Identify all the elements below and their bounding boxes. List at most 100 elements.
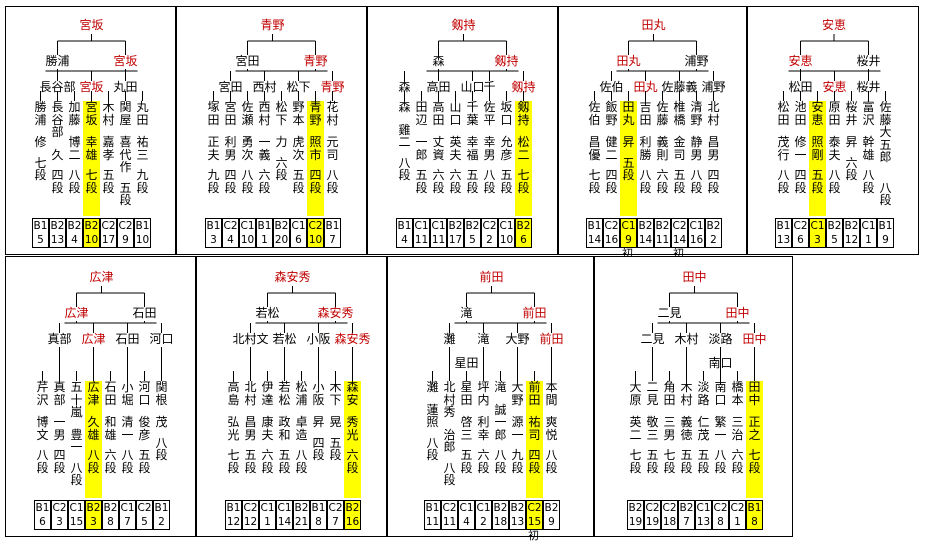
class-label: C2 (672, 220, 687, 232)
player-dan-rank: 五段 (117, 181, 134, 207)
player-column: 佐瀬勇次八段 (239, 101, 256, 216)
char: 段 (207, 180, 220, 195)
player-given-name: 幹雄 (860, 136, 877, 161)
char: 四 (309, 168, 322, 182)
char: 剛 (811, 147, 824, 162)
char: 段 (138, 460, 151, 475)
char: 木 (102, 100, 115, 114)
player-dan-rank: 七段 (32, 156, 49, 182)
semifinalist-name: 宮田 (235, 54, 260, 68)
char: 五 (70, 380, 83, 394)
player-given-name: 秀光 (344, 416, 361, 441)
player-given-name: 豊一 (68, 428, 85, 454)
class-label: C1 (414, 220, 429, 232)
player-column: 前田祐司四段 (526, 381, 543, 498)
player-given-name: 利勝 (637, 136, 654, 161)
char: 間 (545, 392, 558, 407)
player-surname: 宮田 (222, 101, 239, 126)
player-surname: 大野 (509, 381, 526, 406)
char: 見 (646, 392, 659, 407)
class-label: B2 (465, 220, 480, 232)
char: 大 (629, 380, 642, 394)
player-column: 灘蓮照八段 (424, 381, 441, 498)
char: 段 (517, 180, 530, 195)
class-label: B1 (35, 502, 50, 514)
class-label: B1 (206, 220, 221, 232)
char: 河 (138, 380, 151, 394)
player-surname: 勝浦 (32, 101, 49, 126)
quarterfinalist-name: 田丸 (633, 80, 658, 94)
char: 幸 (483, 135, 496, 149)
char: 茂 (697, 427, 710, 442)
quarterfinalist-name: 河口 (149, 332, 174, 346)
char: 井 (845, 112, 858, 127)
char: 段 (714, 460, 727, 475)
char: 久 (51, 147, 64, 162)
char: 一 (121, 427, 134, 442)
quarterfinalist-name: 木村 (674, 332, 699, 346)
seed-number: 7 (683, 516, 690, 528)
seed-number: 8 (751, 516, 758, 528)
char: 前 (528, 380, 541, 394)
char: 照 (811, 135, 824, 149)
player-given-name: 正之 (746, 416, 763, 441)
seed-number: 15 (527, 516, 542, 528)
player-surname: 池田 (792, 101, 809, 126)
char: 飯 (605, 100, 618, 114)
player-column: 芹沢博文八段 (34, 381, 51, 498)
char: 行 (777, 147, 790, 162)
char: 段 (53, 460, 66, 475)
char: 村 (244, 392, 257, 407)
char: 六 (845, 155, 858, 170)
seed-number: 16 (604, 234, 619, 246)
char: 段 (329, 448, 342, 462)
class-label: C2 (645, 502, 660, 514)
player-surname: 田辺 (413, 101, 430, 126)
char: 段 (777, 180, 790, 195)
char: 允 (500, 135, 513, 149)
class-label: B2 (50, 220, 65, 232)
char: 北 (707, 100, 720, 114)
player-surname: 滝 (492, 381, 509, 394)
char: 部 (51, 125, 64, 139)
char: 力 (275, 135, 288, 149)
player-dan-rank: 五段 (136, 449, 153, 474)
class-label: C2 (243, 502, 258, 514)
class-label: B1 (878, 220, 893, 232)
class-label: B2 (84, 220, 99, 232)
semifinalist-name: 前田 (522, 306, 547, 320)
first-appearance-note: 初 (528, 529, 539, 542)
char: 二 (629, 427, 642, 442)
quarterfinalist-name: 佐藤義 (661, 80, 698, 94)
player-surname: 富沢 (860, 101, 877, 126)
char: 段 (136, 180, 149, 195)
class-label: B2 (510, 502, 525, 514)
bracket-lines (635, 286, 755, 381)
player-dan-rank: 七段 (627, 449, 644, 474)
char: 啓 (460, 415, 473, 429)
char: 本 (545, 380, 558, 394)
player-dan-rank: 四段 (310, 436, 327, 462)
player-surname: 木村 (100, 101, 117, 126)
player-given-name: 英夫 (447, 136, 464, 161)
player-given-name: 修一 (792, 136, 809, 161)
char: 石 (104, 380, 117, 394)
char: 段 (500, 180, 513, 195)
player-dan-rank: 五段 (620, 156, 637, 182)
char: 勝 (34, 100, 47, 114)
char: 博 (36, 415, 49, 429)
player-surname: 高島 (225, 381, 242, 406)
char: 和 (278, 427, 291, 442)
char: 清 (121, 415, 134, 429)
player-given-name: 静男 (688, 136, 705, 161)
char: 段 (275, 168, 288, 182)
quarterfinalist-name: 安恵 (822, 80, 847, 94)
char: 修 (794, 135, 807, 149)
player-dan-rank: 四段 (222, 169, 239, 194)
